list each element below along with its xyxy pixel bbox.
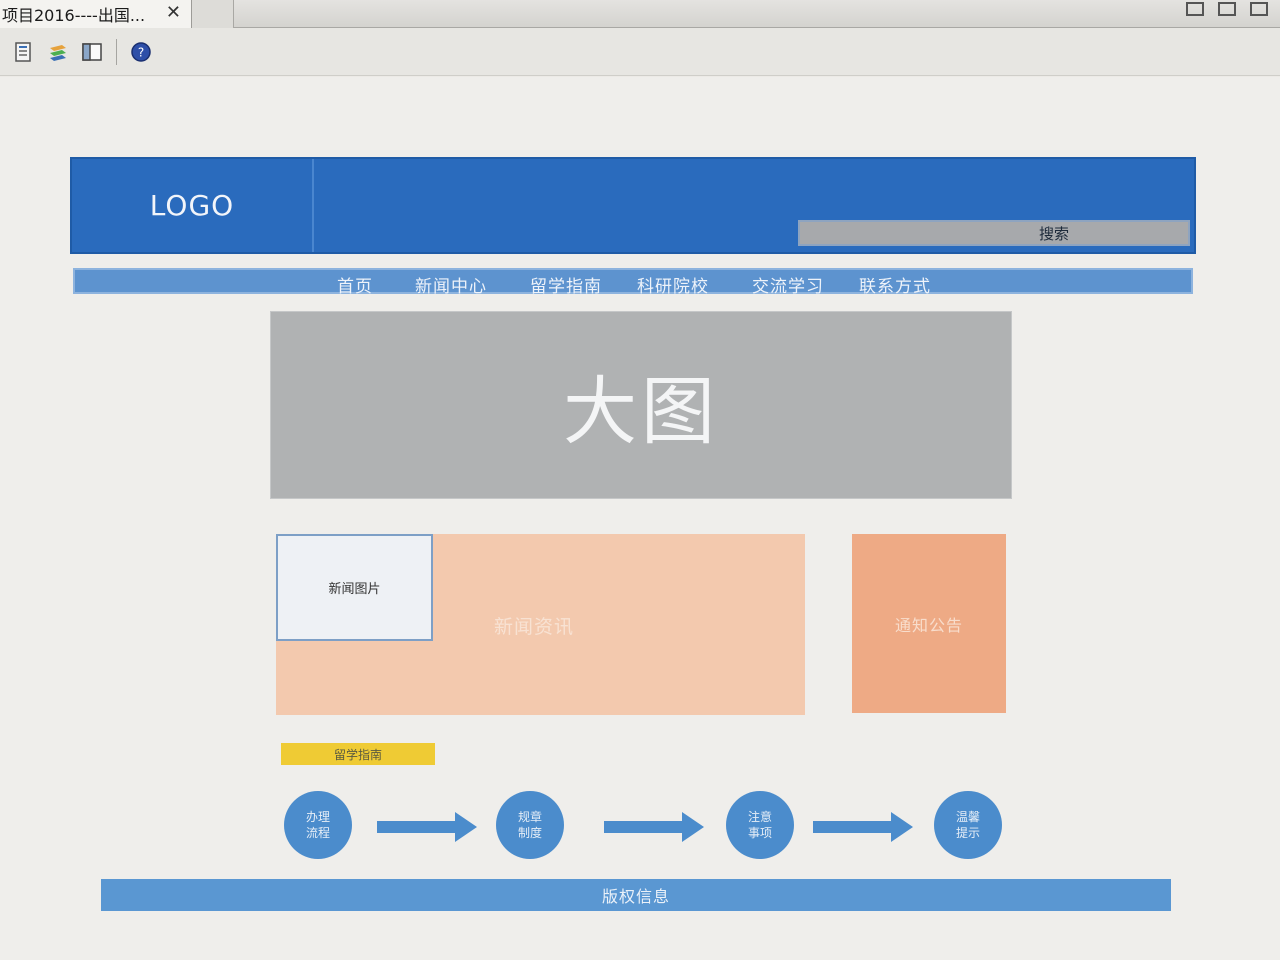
help-icon[interactable]: ? <box>129 40 153 64</box>
step-label-line1: 注意 <box>747 810 772 824</box>
nav-item-exchange[interactable]: 交流学习 <box>752 277 824 297</box>
step-notes[interactable]: 注意 事项 <box>726 791 794 859</box>
tab-strip-spacer <box>192 0 234 28</box>
design-canvas: LOGO 搜索 首页 新闻中心 留学指南 科研院校 交流学习 联系方式 大图 新… <box>0 77 1280 960</box>
banner-label: 大图 <box>563 368 719 455</box>
document-tab-title: 项目2016----出国... <box>2 6 146 25</box>
step-regulations[interactable]: 规章 制度 <box>496 791 564 859</box>
panel-layout-icon[interactable] <box>80 40 104 64</box>
step-label-line1: 规章 <box>517 810 542 824</box>
logo-area[interactable]: LOGO <box>72 159 314 252</box>
search-bar[interactable]: 搜索 <box>798 220 1190 246</box>
site-header: LOGO 搜索 <box>70 157 1196 254</box>
arrow-right-icon <box>377 812 477 842</box>
svg-text:?: ? <box>138 45 144 59</box>
copyright-footer: 版权信息 <box>101 879 1171 911</box>
nav-item-institutes[interactable]: 科研院校 <box>637 277 709 297</box>
hero-banner[interactable]: 大图 <box>270 311 1012 499</box>
step-label-line1: 办理 <box>305 810 330 824</box>
layers-icon[interactable] <box>46 40 70 64</box>
logo-text: LOGO <box>149 189 235 222</box>
step-label-line2: 提示 <box>955 826 980 840</box>
nav-item-contact[interactable]: 联系方式 <box>859 277 931 297</box>
arrow-right-icon <box>813 812 913 842</box>
restore-icon[interactable] <box>1186 2 1204 16</box>
news-section-label: 新闻资讯 <box>494 616 575 638</box>
news-image-placeholder[interactable]: 新闻图片 <box>276 534 433 641</box>
close-icon[interactable]: ✕ <box>165 2 181 23</box>
editor-tab-bar: 项目2016----出国... ✕ <box>0 0 1280 28</box>
toolbar-divider <box>116 38 117 65</box>
arrow-right-icon <box>604 812 704 842</box>
main-nav: 首页 新闻中心 留学指南 科研院校 交流学习 联系方式 <box>73 268 1193 297</box>
step-label-line1: 温馨 <box>955 810 980 824</box>
maximize-icon[interactable] <box>1250 2 1268 16</box>
step-tips[interactable]: 温馨 提示 <box>934 791 1002 859</box>
window-controls <box>1186 2 1268 16</box>
step-label-line2: 事项 <box>747 826 772 840</box>
study-guide-tag: 留学指南 <box>281 743 435 765</box>
step-label-line2: 流程 <box>305 826 330 840</box>
nav-item-study-guide[interactable]: 留学指南 <box>530 277 602 297</box>
step-process[interactable]: 办理 流程 <box>284 791 352 859</box>
tile-icon[interactable] <box>1218 2 1236 16</box>
news-section[interactable]: 新闻图片 新闻资讯 <box>276 534 805 715</box>
document-tab[interactable]: 项目2016----出国... ✕ <box>0 0 192 28</box>
nav-item-home[interactable]: 首页 <box>337 277 373 297</box>
page-properties-icon[interactable] <box>12 40 36 64</box>
notice-section[interactable]: 通知公告 <box>852 534 1006 713</box>
step-label-line2: 制度 <box>517 826 542 840</box>
editor-toolbar: ? <box>0 28 1280 76</box>
nav-item-news[interactable]: 新闻中心 <box>415 277 487 297</box>
